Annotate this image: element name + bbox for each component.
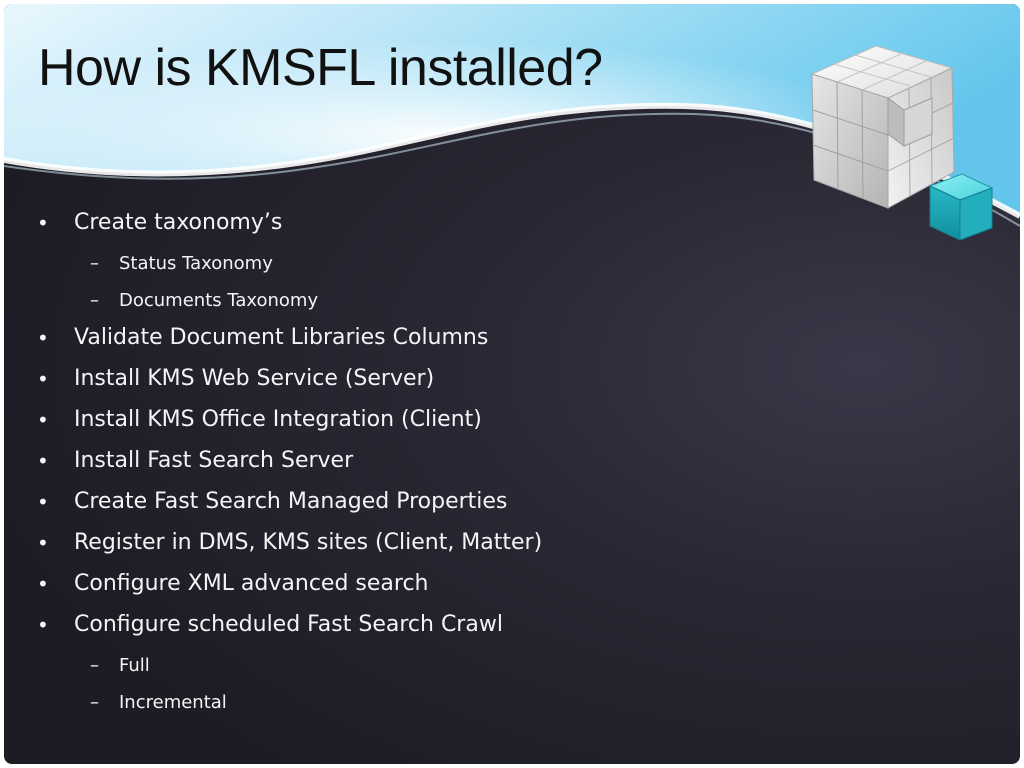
sub-bullet-marker: – xyxy=(90,692,99,713)
bullet-item: • Create taxonomy’s xyxy=(4,204,764,245)
bullet-text: Install KMS Web Service (Server) xyxy=(74,366,435,391)
sub-bullet-item: – Status Taxonomy xyxy=(4,245,764,282)
sub-bullet-marker: – xyxy=(90,290,99,311)
bullet-marker: • xyxy=(37,572,49,596)
bullet-text: Install KMS Office Integration (Client) xyxy=(74,407,482,432)
sub-bullet-item: – Documents Taxonomy xyxy=(4,282,764,319)
bullet-item: • Install KMS Office Integration (Client… xyxy=(4,401,764,442)
sub-bullet-marker: – xyxy=(90,655,99,676)
bullet-text: Create Fast Search Managed Properties xyxy=(74,489,508,514)
bullet-text: Create taxonomy’s xyxy=(74,210,283,235)
bullet-list: • Create taxonomy’s – Status Taxonomy – … xyxy=(4,204,764,721)
bullet-item: • Install KMS Web Service (Server) xyxy=(4,360,764,401)
sub-bullet-text: Incremental xyxy=(119,692,227,713)
bullet-marker: • xyxy=(37,531,49,555)
bullet-text: Validate Document Libraries Columns xyxy=(74,325,489,350)
bullet-text: Install Fast Search Server xyxy=(74,448,354,473)
bullet-marker: • xyxy=(37,367,49,391)
sub-bullet-item: – Incremental xyxy=(4,684,764,721)
bullet-item: • Create Fast Search Managed Properties xyxy=(4,483,764,524)
sub-bullet-item: – Full xyxy=(4,647,764,684)
bullet-marker: • xyxy=(37,490,49,514)
sub-bullet-text: Status Taxonomy xyxy=(119,253,273,274)
bullet-marker: • xyxy=(37,449,49,473)
bullet-marker: • xyxy=(37,211,49,235)
stacked-cubes-icon xyxy=(810,45,994,241)
bullet-item: • Configure scheduled Fast Search Crawl xyxy=(4,606,764,647)
bullet-item: • Register in DMS, KMS sites (Client, Ma… xyxy=(4,524,764,565)
bullet-item: • Install Fast Search Server xyxy=(4,442,764,483)
bullet-marker: • xyxy=(37,408,49,432)
sub-bullet-text: Full xyxy=(119,655,150,676)
bullet-marker: • xyxy=(37,326,49,350)
bullet-text: Configure scheduled Fast Search Crawl xyxy=(74,612,503,637)
slide-title: How is KMSFL installed? xyxy=(38,39,603,97)
header-banner xyxy=(4,4,1020,227)
bullet-marker: • xyxy=(37,613,49,637)
bullet-text: Configure XML advanced search xyxy=(74,571,429,596)
slide: How is KMSFL installed? • Create taxonom… xyxy=(4,4,1020,764)
sub-bullet-marker: – xyxy=(90,253,99,274)
sub-bullet-text: Documents Taxonomy xyxy=(119,290,319,311)
bullet-item: • Validate Document Libraries Columns xyxy=(4,319,764,360)
bullet-item: • Configure XML advanced search xyxy=(4,565,764,606)
bullet-text: Register in DMS, KMS sites (Client, Matt… xyxy=(74,530,543,555)
